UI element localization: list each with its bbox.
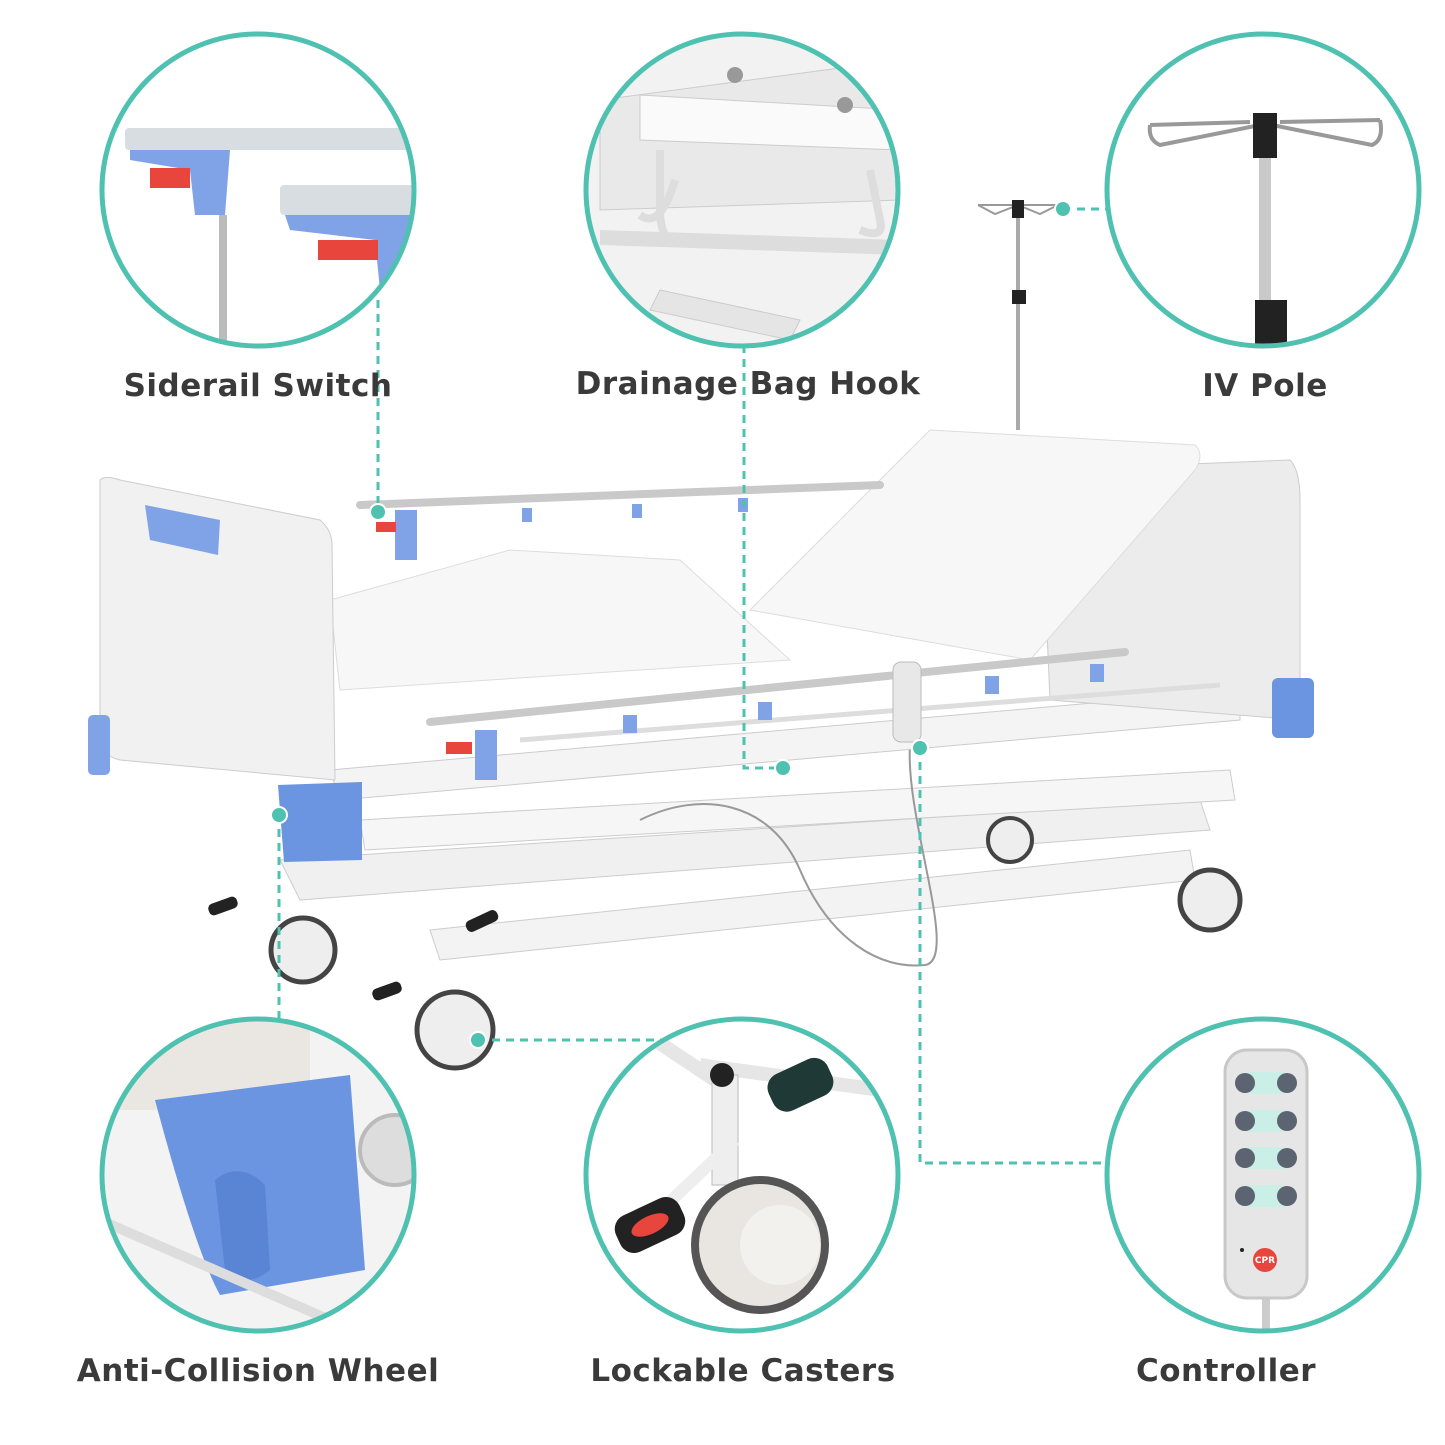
drainage-bag-hook-detail xyxy=(586,34,898,346)
feature-label-lockable-casters: Lockable Casters xyxy=(590,1353,896,1389)
controller-detail: CPR xyxy=(1107,1019,1419,1331)
callout-connectors xyxy=(277,207,1107,1165)
feature-label-drainage-bag-hook: Drainage Bag Hook xyxy=(575,366,921,402)
siderail-switch-detail xyxy=(102,34,414,346)
cpr-button xyxy=(1253,1248,1277,1272)
feature-label-anti-collision-wheel: Anti-Collision Wheel xyxy=(76,1353,440,1389)
iv-pole xyxy=(977,200,1059,430)
iv-pole-detail xyxy=(1107,34,1419,346)
feature-label-controller: Controller xyxy=(1135,1353,1317,1389)
feature-label-iv-pole: IV Pole xyxy=(1202,368,1328,404)
lockable-casters-detail xyxy=(586,1019,898,1331)
cpr-button-label: CPR xyxy=(1255,1256,1275,1266)
hand-controller xyxy=(892,661,922,743)
hospital-bed-illustration xyxy=(88,200,1314,1071)
controller-buttons xyxy=(1235,1072,1297,1207)
siderails xyxy=(356,481,1221,780)
callout-dots xyxy=(270,200,1072,1049)
feature-label-siderail-switch: Siderail Switch xyxy=(123,368,393,404)
anti-collision-wheel-detail xyxy=(102,1019,414,1331)
caster-wheels xyxy=(208,816,1243,1071)
